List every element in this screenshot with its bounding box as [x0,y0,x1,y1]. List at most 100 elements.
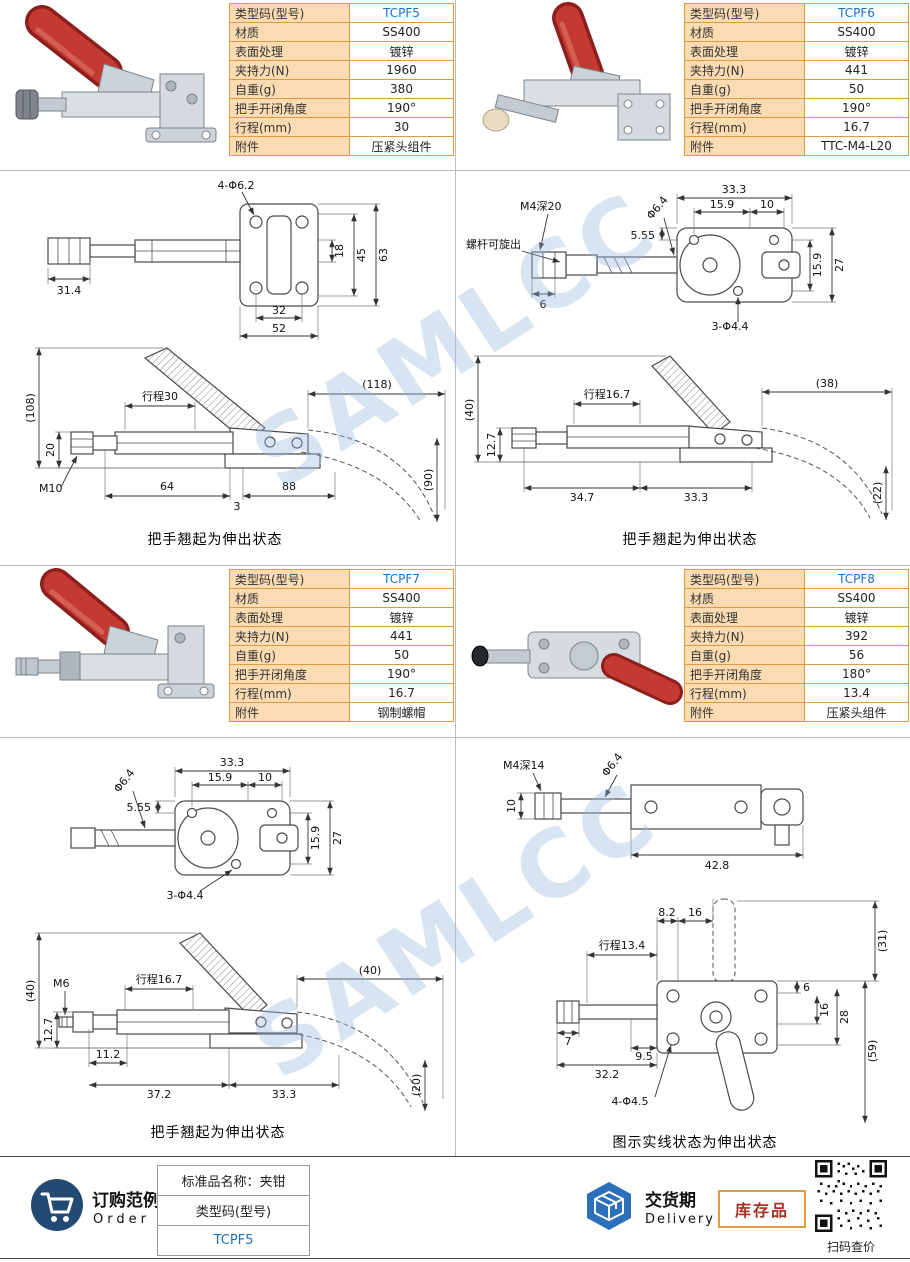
spec-label: 附件 [684,136,805,156]
dim-label: Φ6.4 [644,194,671,222]
product-photo-tcpf7 [15,568,215,699]
dim-label: 5.55 [631,229,656,242]
dim-label: Φ6.4 [599,751,625,780]
spec-row: 行程(mm)30 [229,117,454,137]
dim-label: 33.3 [722,183,747,196]
spec-label: 类型码(型号) [229,3,350,23]
spec-label: 行程(mm) [684,683,805,703]
delivery-subtitle: Delivery [645,1212,715,1227]
dim-label: (40) [463,399,476,422]
tcpf7-top-drawing: 5.55 33.3 15.9 10 Φ6.4 15.9 27 3-Φ4.4 [70,756,344,902]
dim-label: 行程13.4 [599,939,646,952]
dim-label: 3 [234,500,241,513]
dim-label: 33.3 [684,491,709,504]
spec-value: 50 [804,79,909,99]
tcpf7-top-geometry [70,800,299,876]
tcpf8-top-drawing: M4深14 Φ6.4 10 42.8 [503,751,804,872]
toggle-clamp-photo [15,5,217,143]
order-subtitle: Order [93,1212,150,1227]
spec-value: 190° [804,98,909,118]
spec-row: 附件压紧头组件 [684,702,909,722]
product-photo-tcpf6 [482,2,671,141]
cart-icon [31,1179,83,1231]
dim-label: 10 [760,198,774,211]
divider-footer-bottom [0,1258,910,1259]
dim-label: 15.9 [811,253,824,278]
dim-label: M6 [53,977,70,990]
delivery-box-icon [587,1182,631,1230]
spec-row: 附件压紧头组件 [229,136,454,156]
dim-label: 行程16.7 [136,973,183,986]
dim-label: 64 [160,480,174,493]
spec-label: 附件 [684,702,805,722]
dim-label: 88 [282,480,296,493]
dim-label: 3-Φ4.4 [711,320,748,333]
spec-row: 类型码(型号)TCPF6 [684,3,909,23]
product-photo-tcpf5 [15,5,217,143]
tcpf5-top-geometry [47,203,319,307]
dim-label: 45 [355,248,368,262]
tcpf6-side-drawing: (40) 行程16.7 (38) 12.7 34.7 33.3 (22) [463,355,893,520]
dim-label: 8.2 [658,906,676,919]
spec-label: 类型码(型号) [684,3,805,23]
spec-row: 表面处理镀锌 [229,41,454,61]
dim-label: 9.5 [635,1050,653,1063]
spec-row: 夹持力(N)392 [684,626,909,646]
spec-label: 把手开闭角度 [229,98,350,118]
delivery-title: 交货期 [645,1191,696,1211]
qr-caption: 扫码查价 [826,1240,875,1254]
tcpf7-side-geometry [58,932,424,1108]
dim-label: M4深14 [503,759,545,772]
tcpf5-side-drawing: (108) 行程30 (118) 20 M10 64 3 88 ( [24,347,446,523]
spec-row: 类型码(型号)TCPF5 [229,3,454,23]
spec-label: 材质 [684,22,805,42]
spec-label: 夹持力(N) [684,626,805,646]
spec-value: 190° [349,98,454,118]
divider-row3 [0,737,910,738]
spec-row: 行程(mm)16.7 [229,683,454,703]
dim-label: 33.3 [272,1088,297,1101]
spec-value: SS400 [804,22,909,42]
drawing-caption-tcpf7: 把手翘起为伸出状态 [150,1125,286,1141]
spec-label: 自重(g) [229,79,350,99]
spec-row: 附件钢制螺帽 [229,702,454,722]
dim-label: 3-Φ4.4 [166,889,203,902]
dim-label: 7 [565,1035,572,1048]
spec-row: 行程(mm)13.4 [684,683,909,703]
dim-label: 28 [838,1010,851,1024]
drawing-caption-tcpf5: 把手翘起为伸出状态 [147,532,283,548]
spec-label: 类型码(型号) [229,569,350,589]
spec-value: 压紧头组件 [804,702,909,722]
dim-label: M10 [39,482,63,495]
tcpf6-side-geometry [511,355,883,519]
spec-value: 441 [349,626,454,646]
dim-label: 37.2 [147,1088,172,1101]
dim-label: 16 [688,906,702,919]
dim-label: 12.7 [42,1018,55,1043]
spec-row: 夹持力(N)1960 [229,60,454,80]
tcpf6-top-dimensions: M4深20 螺杆可旋出 Φ6.4 5.55 33.3 15.9 10 15.9 [466,183,846,333]
spec-row: 表面处理镀锌 [229,607,454,627]
product-photo-tcpf8 [471,631,683,705]
spec-row: 夹持力(N)441 [229,626,454,646]
spec-label: 材质 [684,588,805,608]
dim-label: 行程16.7 [584,388,631,401]
spec-label: 行程(mm) [229,117,350,137]
dim-label: (90) [422,469,435,492]
drawing-caption-tcpf6: 把手翘起为伸出状态 [622,532,758,548]
spec-label: 表面处理 [229,41,350,61]
spec-label: 类型码(型号) [684,569,805,589]
spec-value: 钢制螺帽 [349,702,454,722]
spec-row: 类型码(型号)TCPF8 [684,569,909,589]
order-example-row: 类型码(型号) [157,1195,310,1226]
